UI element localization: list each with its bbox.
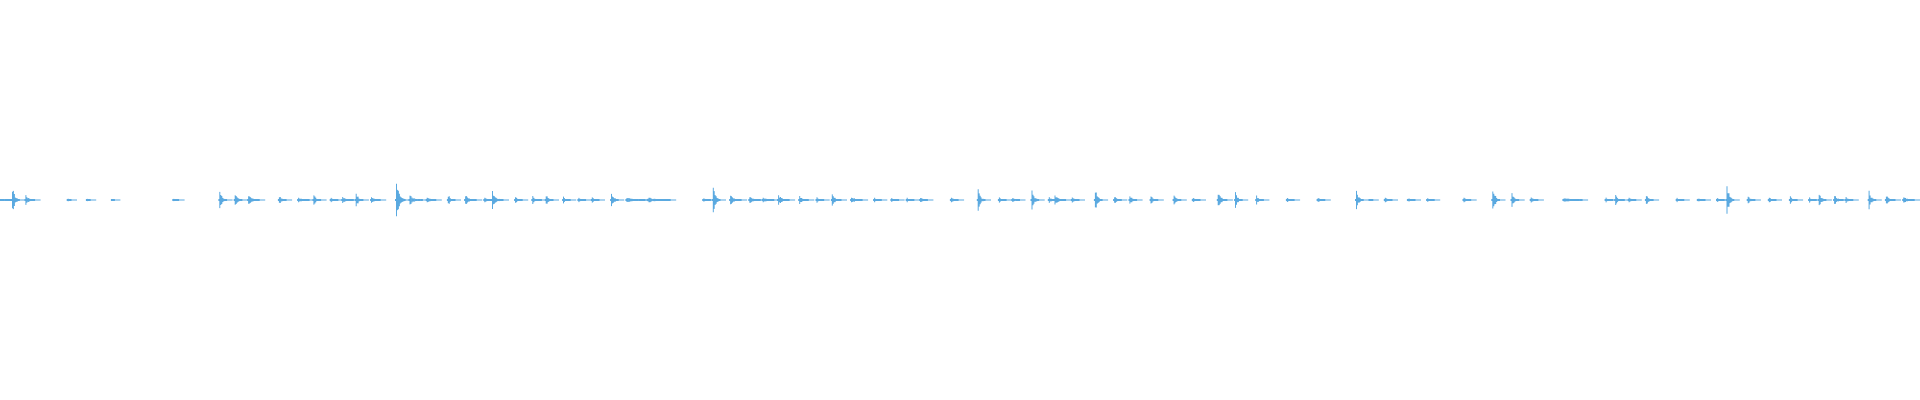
waveform-segment [1149,196,1164,204]
waveform-segment [702,198,717,202]
waveform-segment [1070,197,1085,203]
waveform-segment [1817,194,1832,206]
waveform-segment [531,196,548,204]
waveform-segment [1746,196,1761,204]
waveform-segment [761,197,780,203]
waveform-segment [1510,193,1525,207]
waveform-segment [1644,196,1660,204]
waveform-segment [1716,198,1731,202]
waveform-segment [748,197,767,203]
waveform-segment [949,197,965,203]
waveform-segment [1234,192,1249,208]
waveform-segment [1767,197,1782,203]
waveform-segment [777,195,796,205]
waveform-segment [830,194,847,206]
waveform-segment [277,197,293,203]
waveform-segment [544,196,559,204]
waveform-segment [1788,196,1804,204]
waveform-segment [562,196,577,204]
waveform-segment [172,198,185,202]
waveform-segment [247,196,266,204]
waveform-segment [1884,196,1901,204]
waveform-segment [1355,190,1370,210]
waveform-segment [491,191,509,209]
waveform-segment [464,196,483,204]
waveform-segment [1316,198,1331,202]
waveform-segment [1285,198,1301,202]
waveform-segment [1030,190,1045,210]
waveform-segment [1529,197,1544,203]
waveform-segment [1808,197,1823,203]
waveform-segment [1128,196,1143,204]
waveform-segment [370,197,387,203]
waveform-segment [850,197,869,203]
waveform-segment [1462,197,1477,203]
waveform-segment [976,189,991,211]
waveform-segment [425,197,442,203]
waveform-segment [711,187,726,213]
waveform-segment [1113,197,1128,203]
waveform-segment [1426,198,1441,202]
waveform-segment [329,197,344,203]
waveform-segment [1093,192,1109,208]
waveform-segment [110,199,121,201]
waveform-segment [1675,197,1690,203]
waveform-segment [905,197,920,203]
waveform-segment [297,197,316,203]
waveform-segment [610,193,625,207]
waveform-segment [1562,198,1589,202]
waveform-segment [1368,199,1379,201]
waveform-segment [919,198,934,202]
waveform-segment [233,195,248,205]
waveform-segment [1011,198,1026,202]
waveform-segment [354,193,369,207]
waveform-segment [395,183,412,217]
waveform-segment [1172,195,1187,205]
waveform-segment [1725,186,1740,214]
waveform-segment [312,195,327,205]
waveform-segment [1383,197,1398,203]
waveform-segment [665,199,677,201]
waveform-segment [1614,195,1631,205]
waveform-segment [1604,197,1619,203]
waveform-segment [408,195,429,205]
waveform-segment [1867,190,1882,210]
waveform-segment [24,195,41,205]
waveform-segment [514,197,529,203]
waveform-segment [446,196,461,204]
waveform-segment [85,198,97,202]
waveform-segment [1406,198,1421,202]
waveform-segment [1833,196,1850,204]
waveform-segment [11,190,26,210]
waveform-segment [1255,195,1270,205]
waveform-segment [1053,195,1072,205]
waveform-segment [1216,194,1233,206]
waveform-segment [66,198,77,202]
waveform-segment [729,195,748,205]
waveform-segment [1491,191,1506,209]
waveform-segment [1902,197,1920,203]
waveform-segment [218,191,233,209]
waveform-segment [1191,198,1206,202]
waveform-segment [1627,197,1642,203]
waveform-segment [890,198,905,202]
waveform-bars [0,183,1920,217]
waveform-segment [1844,197,1859,203]
waveform-segment [798,196,815,204]
waveform-segment [577,197,592,203]
waveform-segment [590,197,605,203]
waveform-segment [625,198,652,202]
waveform-segment [873,197,888,203]
waveform-segment [341,197,360,203]
waveform-segment [1696,198,1711,202]
waveform-segment [815,197,830,203]
waveform-segment [997,197,1013,203]
